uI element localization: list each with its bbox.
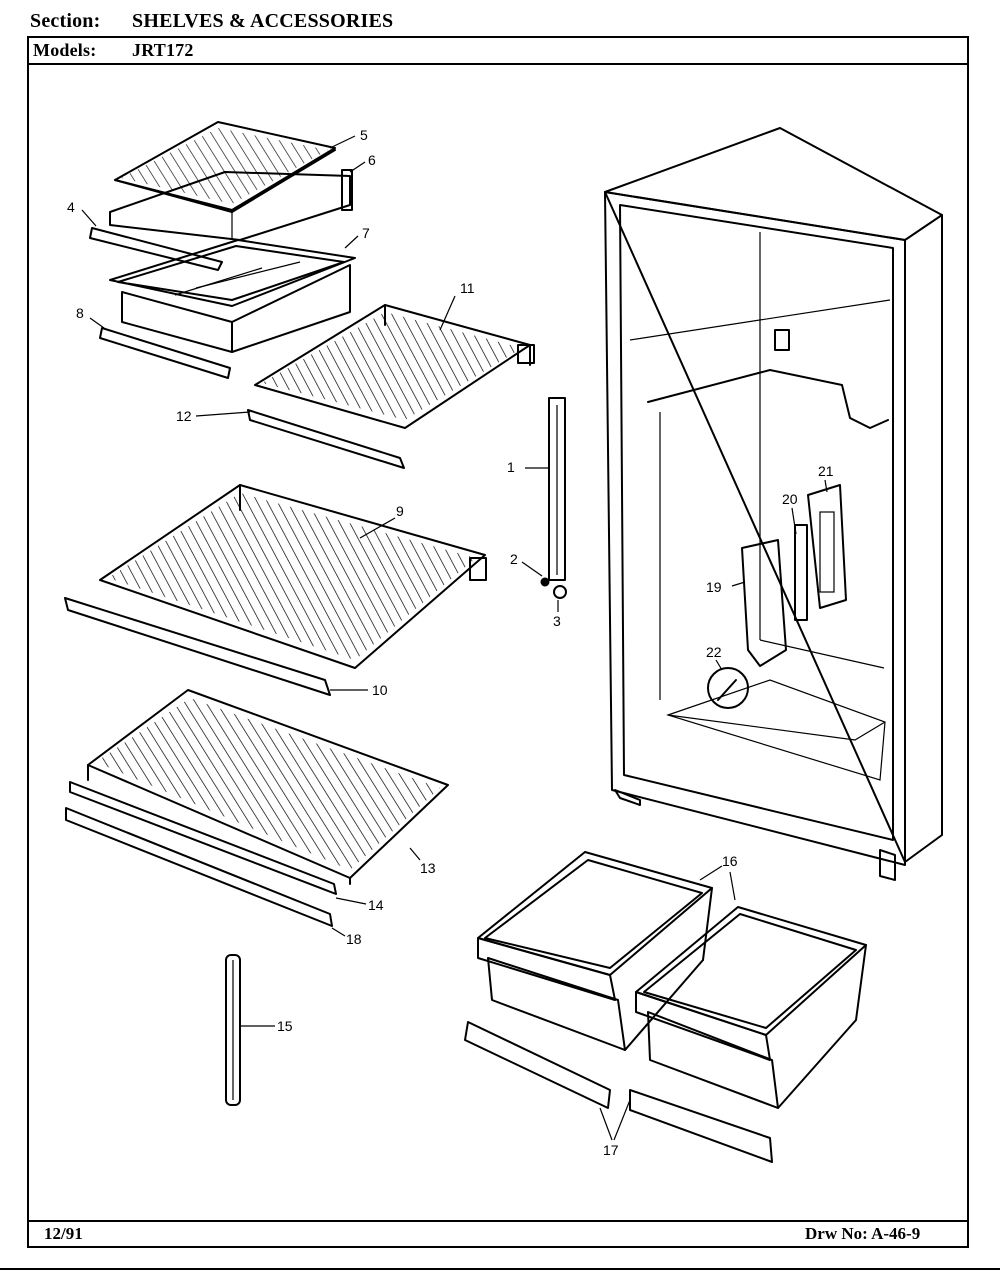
callout-10: 10 — [372, 682, 388, 698]
callout-20: 20 — [782, 491, 798, 507]
callout-9: 9 — [396, 503, 404, 519]
callout-18: 18 — [346, 931, 362, 947]
callout-8: 8 — [76, 305, 84, 321]
callout-3: 3 — [553, 613, 561, 629]
wire-shelf-part-9 — [99, 484, 487, 669]
callout-12: 12 — [176, 408, 192, 424]
trim-part-12 — [247, 409, 405, 469]
section-label: Section: — [30, 10, 101, 32]
refrigerator-cabinet — [604, 127, 943, 881]
crisper-drawer-part-16-right — [635, 906, 867, 1109]
models-value: JRT172 — [132, 40, 194, 60]
footer-divider — [27, 1220, 969, 1222]
callout-14: 14 — [368, 897, 384, 913]
drawing-frame — [27, 36, 969, 1248]
crisper-drawer-part-16-left — [477, 851, 713, 1051]
glass-shelf-part-13 — [87, 689, 449, 885]
trim-part-8 — [99, 327, 231, 379]
callout-11: 11 — [460, 280, 475, 296]
page-bottom-rule — [0, 1268, 1000, 1270]
models-label: Models: — [33, 40, 97, 60]
callout-2: 2 — [510, 551, 518, 567]
shelf-bracket-part-6 — [109, 169, 353, 241]
crisper-pan-part-7 — [109, 239, 356, 353]
callout-6: 6 — [368, 152, 376, 168]
section-value: SHELVES & ACCESSORIES — [132, 10, 394, 32]
glass-shelf-part-5 — [114, 121, 336, 213]
callout-7: 7 — [362, 225, 370, 241]
trim-part-14 — [69, 781, 337, 895]
drawing-number: Drw No: A-46-9 — [805, 1224, 921, 1243]
leader-lines — [81, 135, 828, 1141]
callout-5: 5 — [360, 127, 368, 143]
callout-16: 16 — [722, 853, 738, 869]
callout-13: 13 — [420, 860, 436, 876]
callout-4: 4 — [67, 199, 75, 215]
drawing-date: 12/91 — [44, 1224, 83, 1243]
callout-17: 17 — [603, 1142, 619, 1158]
callout-19: 19 — [706, 579, 722, 595]
callout-15: 15 — [277, 1018, 293, 1034]
header-divider — [27, 63, 969, 65]
trim-part-10 — [64, 597, 331, 696]
trim-part-18 — [65, 807, 333, 927]
callout-22: 22 — [706, 644, 722, 660]
trim-part-4 — [89, 227, 223, 271]
shelf-ladder-part-1 — [540, 397, 567, 599]
rail-part-15 — [225, 954, 241, 1106]
callout-21: 21 — [818, 463, 834, 479]
wire-shelf-part-11 — [254, 304, 535, 429]
callout-1: 1 — [507, 459, 515, 475]
drawer-rail-part-17 — [464, 1021, 773, 1163]
